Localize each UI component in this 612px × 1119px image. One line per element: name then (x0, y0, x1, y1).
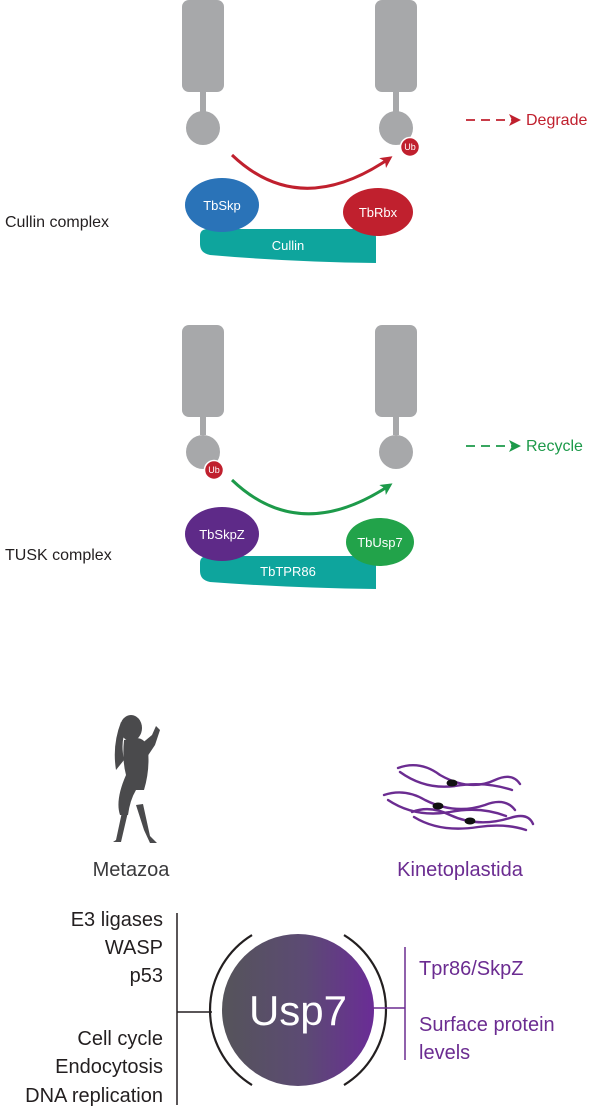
tbrbx-label: TbRbx (359, 205, 398, 220)
usp7-panel: Metazoa Kinetoplastida E3 ligases WASP p… (25, 715, 555, 1107)
tpr86-skpz-label: Tpr86/SkpZ (419, 958, 523, 980)
trypanosome-icon (382, 764, 535, 832)
ub-tag-tusk: Ub (203, 459, 225, 481)
kinetoplastida-label: Kinetoplastida (397, 859, 524, 881)
surface-protein-label: Surface protein (419, 1014, 555, 1036)
cullin-panel: Ub Degrade Cullin TbSkp TbRbx Cullin com… (5, 0, 587, 263)
tbrbx-protein (343, 188, 413, 236)
human-silhouette-icon (113, 715, 160, 843)
wasp-label: WASP (105, 937, 163, 959)
cell-cycle-label: Cell cycle (77, 1028, 163, 1050)
tusk-panel: Ub Recycle TbTPR86 TbSkpZ TbUsp7 TUSK co… (5, 325, 583, 589)
receptor-right-tusk (375, 325, 417, 469)
tbtpr86-scaffold (200, 556, 376, 589)
metazoa-label: Metazoa (93, 859, 171, 881)
deubiquitination-arrow (230, 478, 393, 516)
right-parenthesis (343, 934, 387, 1086)
cullin-complex-label: Cullin complex (5, 214, 109, 231)
tbskpz-protein (185, 507, 259, 561)
degrade-label: Degrade (526, 112, 587, 129)
cullin-scaffold-label: Cullin (272, 238, 305, 253)
recycle-label: Recycle (526, 438, 583, 455)
tbskp-label: TbSkp (203, 198, 241, 213)
receptor-left-tusk (182, 325, 224, 469)
ub-label: Ub (404, 142, 416, 152)
tbtpr86-label: TbTPR86 (260, 564, 316, 579)
tbusp7-label: TbUsp7 (357, 535, 403, 550)
tbskp-protein (185, 178, 259, 232)
left-parenthesis (209, 934, 253, 1086)
ubiquitination-arrow (230, 153, 393, 190)
ub-label: Ub (208, 465, 220, 475)
levels-label: levels (419, 1042, 470, 1064)
e3-ligases-label: E3 ligases (71, 909, 163, 931)
trypanosome-nuclei-icon (432, 779, 476, 825)
usp7-label: Usp7 (249, 987, 347, 1034)
tbskpz-label: TbSkpZ (199, 527, 245, 542)
p53-label: p53 (130, 965, 163, 987)
endocytosis-label: Endocytosis (55, 1056, 163, 1078)
cullin-scaffold (200, 229, 376, 263)
receptor-left-cullin (182, 0, 224, 145)
usp7-circle (222, 934, 374, 1086)
tusk-complex-label: TUSK complex (5, 547, 112, 564)
dna-replication-label: DNA replication (25, 1085, 163, 1107)
ub-tag-cullin: Ub (399, 136, 421, 158)
tbusp7-protein (346, 518, 414, 566)
receptor-right-cullin (375, 0, 417, 145)
